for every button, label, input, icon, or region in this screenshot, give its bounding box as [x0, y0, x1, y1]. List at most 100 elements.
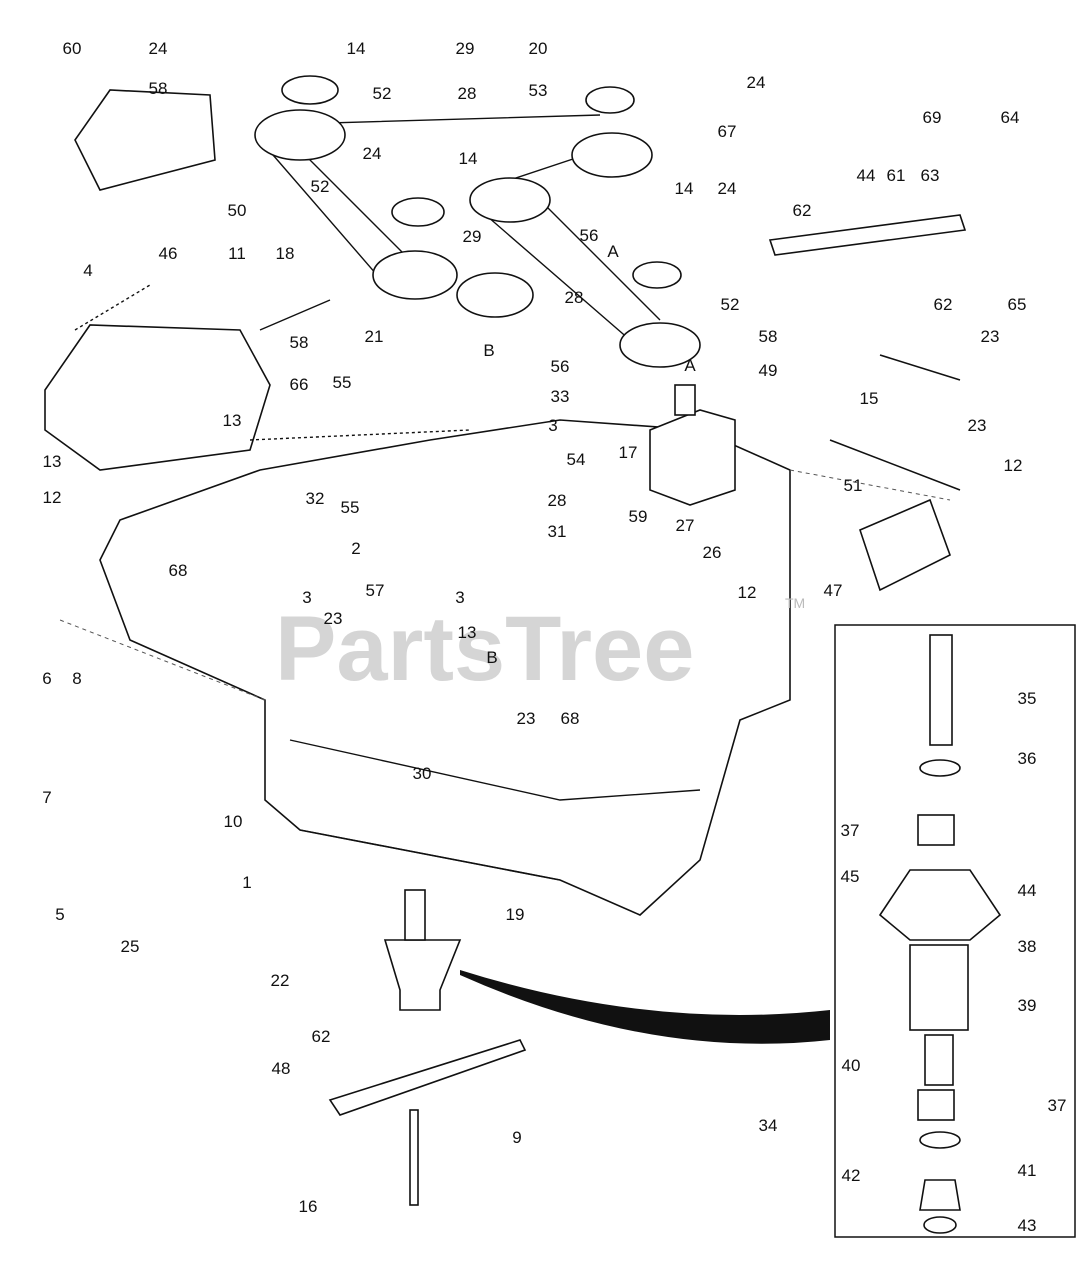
- callout-67: 67: [718, 122, 737, 141]
- callout-12: 12: [738, 583, 757, 602]
- callout-55: 55: [341, 498, 360, 517]
- callout-12: 12: [1004, 456, 1023, 475]
- callout-68: 68: [169, 561, 188, 580]
- callout-54: 54: [567, 450, 586, 469]
- callout-19: 19: [506, 905, 525, 924]
- callout-25: 25: [121, 937, 140, 956]
- spindle-assembly: [328, 889, 830, 1206]
- callout-39: 39: [1018, 996, 1037, 1015]
- callout-26: 26: [703, 543, 722, 562]
- callout-55: 55: [333, 373, 352, 392]
- callout-14: 14: [347, 39, 366, 58]
- callout-53: 53: [529, 81, 548, 100]
- callout-15: 15: [860, 389, 879, 408]
- callout-9: 9: [512, 1128, 521, 1147]
- callout-B: B: [483, 341, 494, 360]
- callout-31: 31: [548, 522, 567, 541]
- callout-27: 27: [676, 516, 695, 535]
- callout-24: 24: [747, 73, 766, 92]
- callout-23: 23: [517, 709, 536, 728]
- callout-21: 21: [365, 327, 384, 346]
- callout-48: 48: [272, 1059, 291, 1078]
- callout-50: 50: [228, 201, 247, 220]
- callout-52: 52: [311, 177, 330, 196]
- callout-7: 7: [42, 788, 51, 807]
- callout-44: 44: [1018, 881, 1037, 900]
- callout-14: 14: [459, 149, 478, 168]
- gearbox: [649, 384, 736, 506]
- mower-deck: [59, 419, 951, 916]
- callout-40: 40: [842, 1056, 861, 1075]
- callout-11: 11: [228, 244, 246, 263]
- callout-56: 56: [551, 357, 570, 376]
- callout-45: 45: [841, 867, 860, 886]
- callout-62: 62: [934, 295, 953, 314]
- callout-23: 23: [324, 609, 343, 628]
- callout-14: 14: [675, 179, 694, 198]
- callout-23: 23: [981, 327, 1000, 346]
- callout-58: 58: [290, 333, 309, 352]
- callout-33: 33: [551, 387, 570, 406]
- callout-42: 42: [842, 1166, 861, 1185]
- callout-37: 37: [841, 821, 860, 840]
- callout-32: 32: [306, 489, 325, 508]
- callout-12: 12: [43, 488, 62, 507]
- callout-61: 61: [887, 166, 906, 185]
- callout-62: 62: [312, 1027, 331, 1046]
- callout-28: 28: [565, 288, 584, 307]
- pulleys: [254, 75, 701, 368]
- callout-62: 62: [793, 201, 812, 220]
- watermark-text: PartsTree: [275, 598, 694, 700]
- callout-34: 34: [759, 1116, 778, 1135]
- watermark-trademark: TM: [785, 595, 805, 611]
- callout-28: 28: [548, 491, 567, 510]
- callout-20: 20: [529, 39, 548, 58]
- callout-23: 23: [968, 416, 987, 435]
- callout-A: A: [684, 356, 696, 375]
- watermark: PartsTree TM: [275, 595, 805, 700]
- callout-60: 60: [63, 39, 82, 58]
- exploded-spindle-inset: [834, 624, 1076, 1238]
- callout-16: 16: [299, 1197, 318, 1216]
- callout-24: 24: [363, 144, 382, 163]
- callout-58: 58: [149, 79, 168, 98]
- callout-13: 13: [458, 623, 477, 642]
- callout-59: 59: [629, 507, 648, 526]
- callout-10: 10: [224, 812, 243, 831]
- callout-52: 52: [373, 84, 392, 103]
- callout-1: 1: [242, 873, 251, 892]
- callout-65: 65: [1008, 295, 1027, 314]
- callout-24: 24: [718, 179, 737, 198]
- callout-49: 49: [759, 361, 778, 380]
- callout-36: 36: [1018, 749, 1037, 768]
- callout-29: 29: [456, 39, 475, 58]
- callout-57: 57: [366, 581, 385, 600]
- callout-2: 2: [351, 539, 360, 558]
- callout-24: 24: [149, 39, 168, 58]
- callout-64: 64: [1001, 108, 1020, 127]
- callout-3: 3: [455, 588, 464, 607]
- callout-46: 46: [159, 244, 178, 263]
- callout-22: 22: [271, 971, 290, 990]
- callout-B: B: [486, 648, 497, 667]
- callout-18: 18: [276, 244, 295, 263]
- callout-3: 3: [548, 416, 557, 435]
- callout-5: 5: [55, 905, 64, 924]
- callout-37: 37: [1048, 1096, 1067, 1115]
- callout-13: 13: [43, 452, 62, 471]
- callout-47: 47: [824, 581, 843, 600]
- callout-51: 51: [844, 476, 863, 495]
- callout-38: 38: [1018, 937, 1037, 956]
- callout-A: A: [607, 242, 619, 261]
- callout-58: 58: [759, 327, 778, 346]
- callout-8: 8: [72, 669, 81, 688]
- callout-6: 6: [42, 669, 51, 688]
- callout-17: 17: [619, 443, 638, 462]
- belt-guard: [44, 89, 271, 471]
- callout-30: 30: [413, 764, 432, 783]
- callout-3: 3: [302, 588, 311, 607]
- callout-56: 56: [580, 226, 599, 245]
- callout-41: 41: [1018, 1161, 1037, 1180]
- callout-69: 69: [923, 108, 942, 127]
